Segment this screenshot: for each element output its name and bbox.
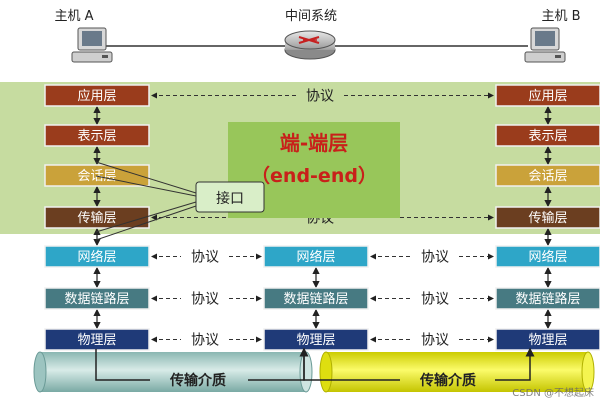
layer-box-application: 应用层 — [495, 84, 600, 107]
computer-icon — [524, 27, 566, 63]
layer-label: 物理层 — [528, 333, 567, 348]
layer-box-presentation: 表示层 — [44, 124, 150, 147]
layer-box-datalink: 数据链路层 — [495, 287, 600, 310]
router-label: 中间系统 — [285, 9, 337, 24]
layer-label: 网络层 — [296, 249, 335, 265]
protocol-label-application: 协议 — [306, 89, 334, 105]
layer-box-datalink: 数据链路层 — [44, 287, 150, 310]
watermark: CSDN @不想起床 — [512, 386, 594, 399]
layer-box-datalink: 数据链路层 — [263, 287, 369, 310]
layer-label: 应用层 — [77, 88, 116, 104]
layer-label: 表示层 — [528, 129, 567, 144]
medium-path — [495, 347, 535, 381]
layer-box-presentation: 表示层 — [495, 124, 600, 147]
router-icon — [284, 30, 336, 60]
layer-connectors — [93, 105, 552, 330]
layer-label: 物理层 — [296, 333, 335, 348]
layer-label: 传输层 — [77, 210, 116, 226]
host-b-label: 主机 B — [541, 9, 580, 24]
layer-box-transport: 传输层 — [44, 206, 150, 229]
interface-line — [95, 201, 197, 233]
layer-label: 应用层 — [528, 88, 567, 104]
layer-box-network: 网络层 — [495, 245, 600, 268]
interface-line — [95, 161, 197, 194]
layer-box-physical: 物理层 — [263, 328, 369, 351]
layer-label: 数据链路层 — [515, 291, 580, 307]
layer-label: 会话层 — [528, 169, 567, 184]
interface-line — [95, 205, 197, 241]
layer-label: 网络层 — [528, 249, 567, 265]
layer-box-session: 会话层 — [44, 164, 150, 187]
computer-icon — [71, 27, 113, 63]
layer-label: 数据链路层 — [64, 291, 129, 307]
protocol-rows: 协议协议协议协议协议协议协议协议 — [151, 89, 494, 349]
protocol-label: 协议 — [191, 250, 219, 266]
layer-box-physical: 物理层 — [44, 328, 150, 351]
layer-label: 传输层 — [528, 210, 567, 226]
protocol-label: 协议 — [191, 333, 219, 349]
layer-box-network: 网络层 — [44, 245, 150, 268]
end-to-end-title: 端-端层 — [280, 131, 348, 155]
layer-label: 物理层 — [77, 333, 116, 348]
host-a-label: 主机 A — [54, 9, 93, 24]
interface-box — [195, 181, 265, 213]
interface-label: 接口 — [216, 190, 244, 207]
end-to-end-subtitle: （end-end） — [251, 164, 377, 187]
layer-box-network: 网络层 — [263, 245, 369, 268]
layer-label: 数据链路层 — [283, 291, 348, 307]
protocol-label: 协议 — [421, 292, 449, 308]
medium-path — [303, 349, 400, 381]
layer-label: 表示层 — [77, 129, 116, 144]
transmission-medium-left — [33, 351, 313, 393]
protocol-label: 协议 — [191, 292, 219, 308]
layer-box-transport: 传输层 — [495, 206, 600, 229]
protocol-label: 协议 — [421, 250, 449, 266]
medium-label-left: 传输介质 — [169, 372, 226, 389]
interface-line — [95, 175, 197, 197]
layer-label: 网络层 — [77, 249, 116, 265]
layer-box-session: 会话层 — [495, 164, 600, 187]
layer-box-application: 应用层 — [44, 84, 150, 107]
medium-label-right: 传输介质 — [419, 372, 476, 389]
medium-path — [95, 349, 150, 381]
transmission-medium-right — [319, 351, 595, 393]
protocol-label: 协议 — [421, 333, 449, 349]
layer-box-physical: 物理层 — [495, 328, 600, 351]
